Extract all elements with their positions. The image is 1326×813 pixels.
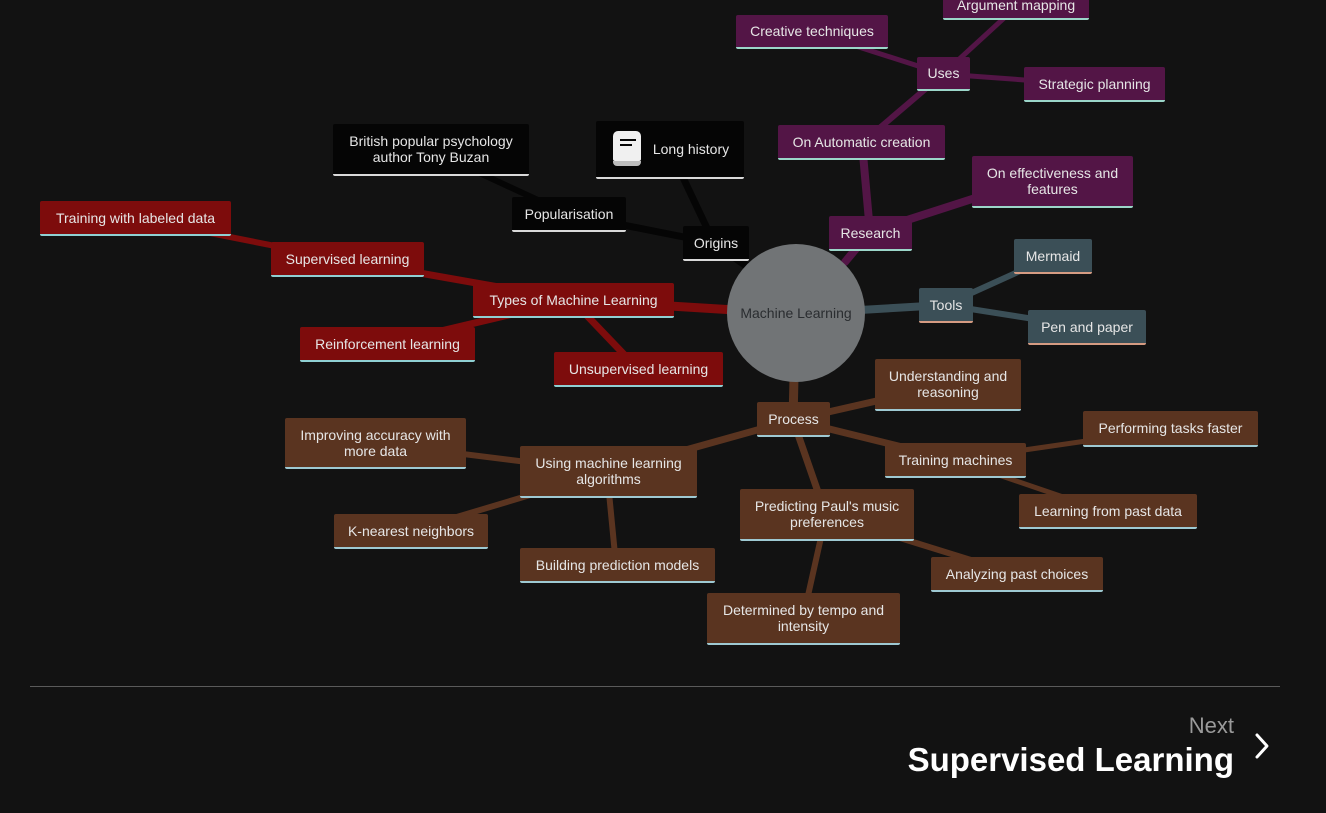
node-label: Argument mapping	[956, 0, 1076, 13]
node-research[interactable]: Research	[829, 216, 912, 251]
node-label: Pen and paper	[1041, 318, 1133, 335]
node-label: On Automatic creation	[792, 133, 931, 150]
node-knn[interactable]: K-nearest neighbors	[334, 514, 488, 549]
node-training-labeled[interactable]: Training with labeled data	[40, 201, 231, 236]
next-page-link[interactable]: Next Supervised Learning	[908, 712, 1272, 780]
node-label: Analyzing past choices	[945, 565, 1089, 582]
node-label: Reinforcement learning	[315, 335, 460, 352]
node-label: Popularisation	[524, 205, 614, 222]
node-pen-paper[interactable]: Pen and paper	[1028, 310, 1146, 345]
node-using-ml-algorithms[interactable]: Using machine learning algorithms	[520, 446, 697, 498]
book-icon	[611, 131, 643, 167]
node-label: Training machines	[898, 451, 1013, 468]
node-types-ml[interactable]: Types of Machine Learning	[473, 283, 674, 318]
node-label: Types of Machine Learning	[489, 291, 658, 308]
node-understanding[interactable]: Understanding and reasoning	[875, 359, 1021, 411]
node-label: Uses	[927, 65, 960, 81]
mind-map: Machine Learning Argument mapping Creati…	[40, 0, 1258, 645]
node-label: Training with labeled data	[55, 209, 216, 226]
node-performing-faster[interactable]: Performing tasks faster	[1083, 411, 1258, 447]
node-creative-techniques[interactable]: Creative techniques	[736, 15, 888, 49]
node-improving-accuracy[interactable]: Improving accuracy with more data	[285, 418, 466, 469]
node-training-machines[interactable]: Training machines	[885, 443, 1026, 478]
node-label: Strategic planning	[1038, 75, 1151, 92]
node-mermaid[interactable]: Mermaid	[1014, 239, 1092, 274]
node-on-automatic-creation[interactable]: On Automatic creation	[778, 125, 945, 160]
next-title: Supervised Learning	[907, 741, 1234, 778]
node-label: On effectiveness and features	[986, 165, 1119, 197]
node-long-history[interactable]: Long history	[596, 121, 744, 179]
node-unsupervised-learning[interactable]: Unsupervised learning	[554, 352, 723, 387]
node-strategic-planning[interactable]: Strategic planning	[1024, 67, 1165, 102]
node-label: Using machine learning algorithms	[535, 455, 682, 487]
node-building-models[interactable]: Building prediction models	[520, 548, 715, 583]
root-node[interactable]: Machine Learning	[727, 244, 865, 382]
node-popularisation[interactable]: Popularisation	[512, 197, 626, 232]
next-label: Next	[1188, 713, 1234, 738]
node-label: British popular psychology author Tony B…	[349, 133, 513, 165]
node-learning-past[interactable]: Learning from past data	[1019, 494, 1197, 529]
node-label: Determined by tempo and intensity	[722, 602, 885, 634]
node-british-popular[interactable]: British popular psychology author Tony B…	[333, 124, 529, 176]
node-label: Performing tasks faster	[1098, 420, 1243, 436]
node-uses[interactable]: Uses	[917, 57, 970, 91]
node-label: Tools	[929, 296, 963, 313]
node-label: Creative techniques	[750, 23, 874, 39]
node-supervised-learning[interactable]: Supervised learning	[271, 242, 424, 277]
node-reinforcement-learning[interactable]: Reinforcement learning	[300, 327, 475, 362]
next-page-text: Next Supervised Learning	[908, 712, 1234, 780]
node-label: Process	[768, 410, 819, 427]
node-process[interactable]: Process	[757, 402, 830, 437]
node-tools[interactable]: Tools	[919, 288, 973, 323]
node-label: K-nearest neighbors	[347, 522, 475, 539]
node-label: Research	[840, 224, 901, 241]
root-node-label: Machine Learning	[740, 305, 852, 321]
node-predicting-paul[interactable]: Predicting Paul's music preferences	[740, 489, 914, 541]
node-label: Building prediction models	[535, 556, 700, 573]
node-label: Understanding and reasoning	[888, 368, 1008, 400]
node-origins[interactable]: Origins	[683, 226, 749, 261]
divider	[30, 686, 1280, 687]
node-analyzing-choices[interactable]: Analyzing past choices	[931, 557, 1103, 592]
node-label: Learning from past data	[1034, 502, 1182, 519]
node-label: Improving accuracy with more data	[300, 426, 451, 459]
node-tempo-intensity[interactable]: Determined by tempo and intensity	[707, 593, 900, 645]
node-label: Unsupervised learning	[568, 360, 709, 377]
node-label: Long history	[652, 141, 730, 157]
node-label: Origins	[693, 234, 739, 251]
node-on-effectiveness[interactable]: On effectiveness and features	[972, 156, 1133, 208]
node-label: Supervised learning	[285, 250, 410, 267]
node-argument-mapping[interactable]: Argument mapping	[943, 0, 1089, 20]
node-label: Mermaid	[1025, 247, 1081, 264]
node-label: Predicting Paul's music preferences	[754, 498, 900, 530]
chevron-right-icon	[1255, 733, 1269, 759]
